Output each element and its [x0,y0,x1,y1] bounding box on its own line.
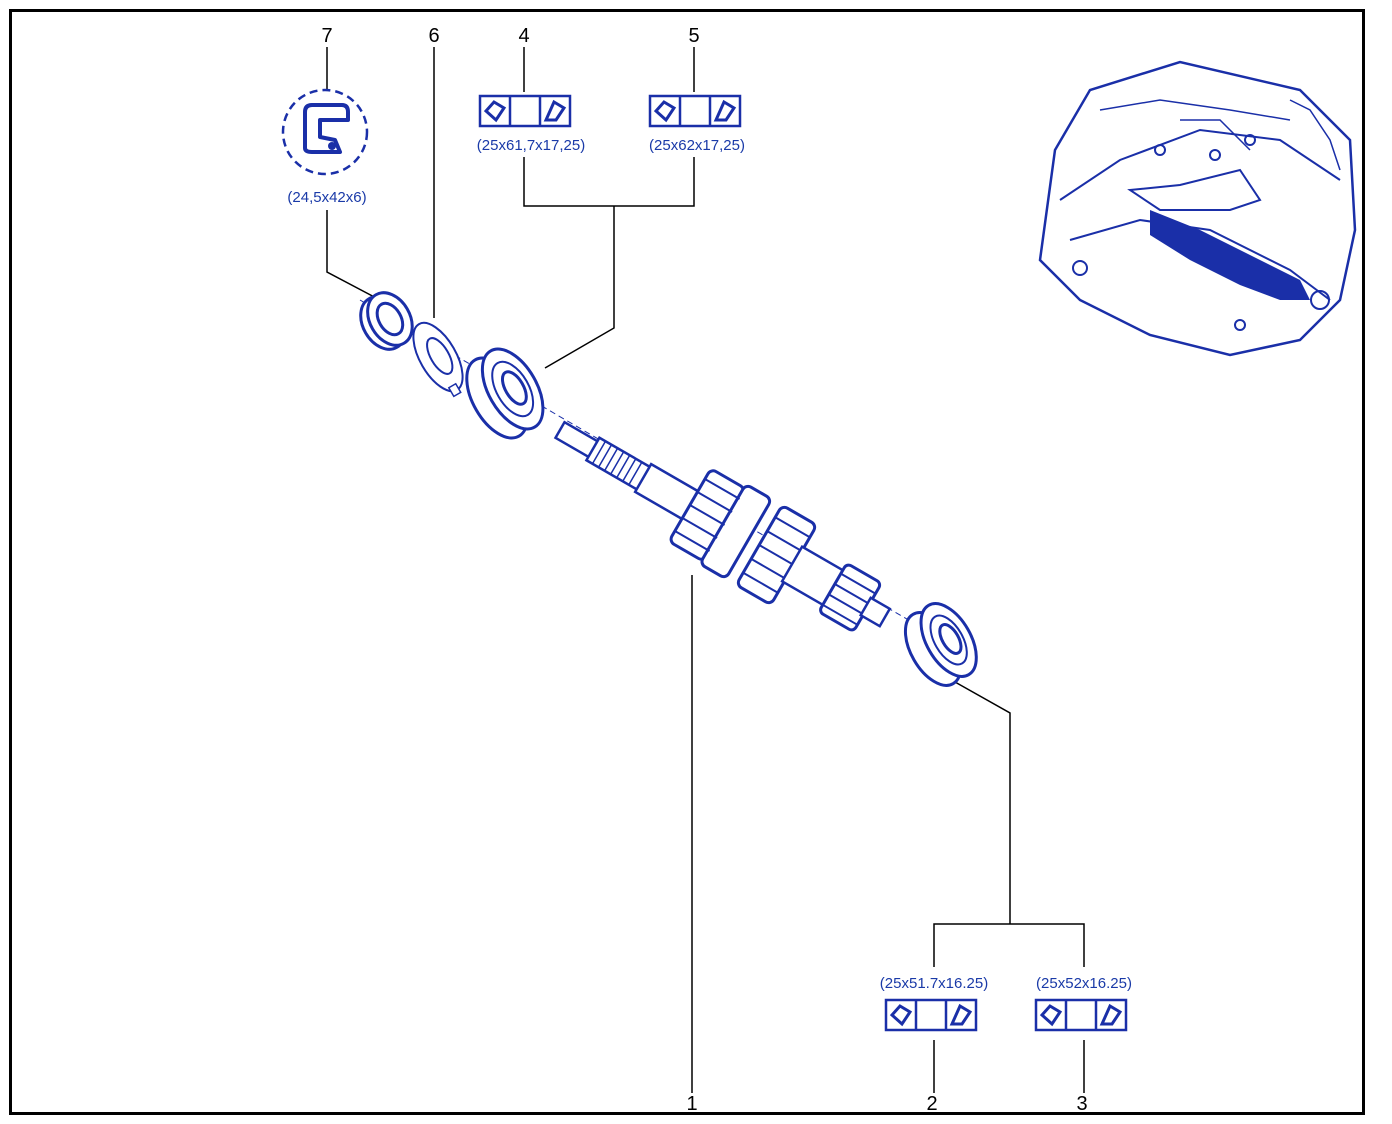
spec-7: (24,5x42x6) [287,189,366,206]
callout-3: 3 [1076,1093,1087,1115]
tapered-bearing-icon-5 [648,94,742,128]
tapered-bearing-icon-2 [884,998,978,1032]
shaft-axis [359,299,961,651]
shim-washer-part [412,321,464,398]
spec-2: (25x51.7x16.25) [880,975,988,992]
spec-3: (25x52x16.25) [1036,975,1132,992]
spec-4: (25x61,7x17,25) [477,137,585,154]
leader-lines [326,47,1085,1093]
callout-2: 2 [926,1093,937,1115]
tapered-bearing-icon-4 [478,94,572,128]
bearing-part-lower [903,602,978,687]
gearbox-location-icon [1038,60,1357,357]
callout-7: 7 [321,25,332,47]
oil-seal-part [359,291,414,351]
callout-1: 1 [686,1093,697,1115]
callout-6: 6 [428,25,439,47]
tapered-bearing-icon-3 [1034,998,1128,1032]
input-shaft-part [553,420,892,632]
callout-4: 4 [518,25,529,47]
callout-5: 5 [688,25,699,47]
diagram-frame [9,9,1365,1115]
bearing-part-upper [465,347,545,440]
spec-5: (25x62x17,25) [649,137,745,154]
oil-seal-icon [281,88,369,176]
